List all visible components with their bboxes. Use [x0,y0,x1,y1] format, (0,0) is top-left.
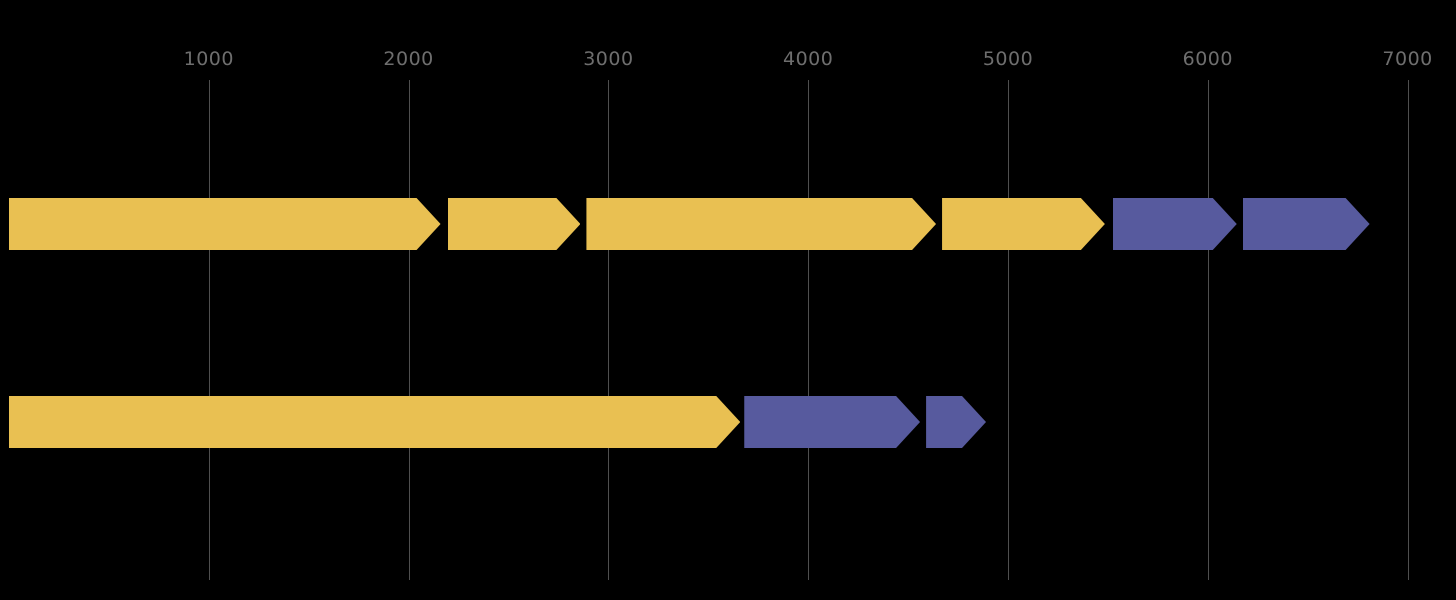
x-axis-gridline [608,80,610,580]
x-axis-tick-label: 1000 [183,48,234,70]
x-axis-tick-label: 7000 [1382,48,1433,70]
x-axis-tick-label: 3000 [583,48,634,70]
gene-feature-arrow [926,396,986,448]
x-axis-tick-label: 2000 [383,48,434,70]
gene-feature-arrow [942,198,1105,250]
gene-feature-arrow [744,396,920,448]
x-axis-gridline [808,80,810,580]
x-axis-tick-label: 4000 [783,48,834,70]
x-axis-gridline [1008,80,1009,580]
x-axis-tick-label: 5000 [982,48,1034,70]
gene-feature-arrow [9,198,441,250]
gene-feature-arrow [1113,198,1237,250]
gene-feature-arrow [9,396,740,448]
x-axis-tick-label: 6000 [1182,48,1233,70]
gene-feature-arrow [586,198,936,250]
x-axis-gridline [1207,80,1209,580]
gene-feature-arrow [1243,198,1370,250]
x-axis-gridline [1407,80,1409,580]
x-axis-gridline [408,80,410,580]
x-axis-gridline [208,80,210,580]
gene-feature-arrow [448,198,581,250]
